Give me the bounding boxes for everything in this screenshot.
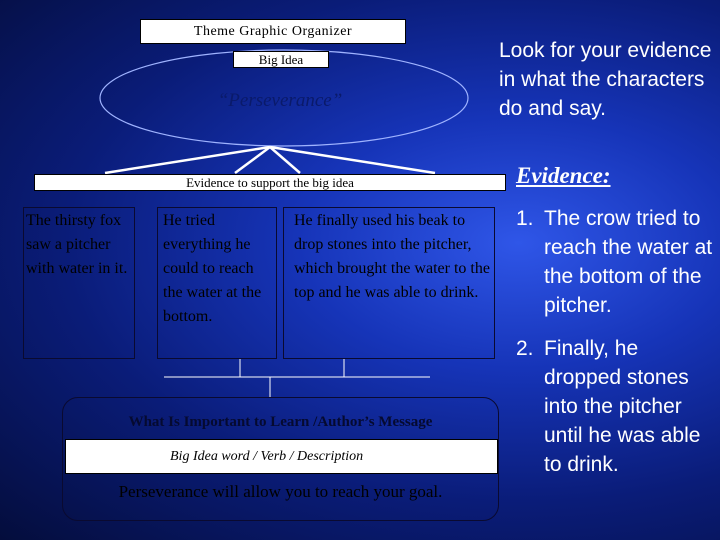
- organizer-title: Theme Graphic Organizer: [140, 19, 406, 44]
- lesson-box: [62, 397, 499, 521]
- evidence-label: Evidence to support the big idea: [34, 174, 506, 191]
- fork-lines: [104, 145, 436, 175]
- big-idea-ellipse: [99, 49, 469, 147]
- evidence-box-3: He finally used his beak to drop stones …: [283, 207, 495, 359]
- list-item-number: 1.: [516, 207, 534, 230]
- list-item-number: 2.: [516, 337, 534, 360]
- lesson-statement: Perseverance will allow you to reach you…: [118, 482, 443, 501]
- list-item: 2. Finally, he dropped stones into the p…: [516, 334, 720, 479]
- evidence-heading: Evidence:: [516, 163, 611, 188]
- big-idea-word: “Perseverance”: [217, 90, 343, 111]
- side-tip: Look for your evidence in what the chara…: [499, 39, 712, 120]
- list-item: 1. The crow tried to reach the water at …: [516, 204, 720, 320]
- bracket-lines: [164, 358, 430, 397]
- evidence-list: 1. The crow tried to reach the water at …: [516, 204, 720, 493]
- list-item-text: The crow tried to reach the water at the…: [544, 207, 713, 317]
- evidence-box-2: He tried everything he could to reach th…: [157, 207, 277, 359]
- lesson-heading: What Is Important to Learn /Author’s Mes…: [128, 414, 433, 430]
- big-idea-label: Big Idea: [233, 51, 329, 68]
- evidence-box-1: The thirsty fox saw a pitcher with water…: [23, 207, 135, 359]
- list-item-text: Finally, he dropped stones into the pitc…: [544, 337, 701, 476]
- lesson-subheading: Big Idea word / Verb / Description: [65, 439, 498, 474]
